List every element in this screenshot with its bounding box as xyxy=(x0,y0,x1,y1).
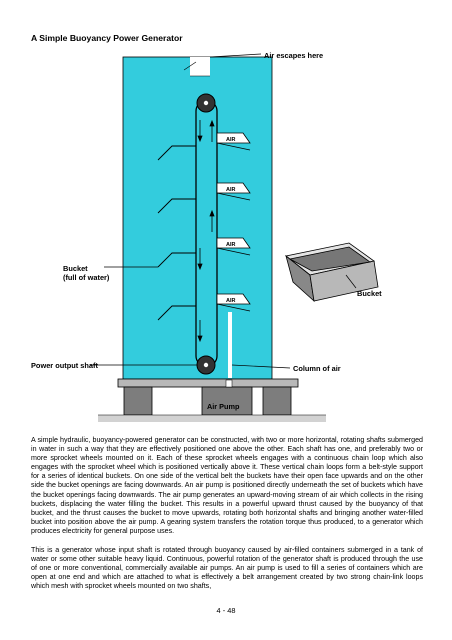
chain-belt xyxy=(195,100,218,367)
bucket-illustration xyxy=(285,242,379,303)
down-arrow-icon xyxy=(197,120,203,343)
generator-diagram: AIR AIR AIR AIR Air Pump Air escapes her… xyxy=(31,51,382,422)
up-arrow-icon xyxy=(209,119,215,232)
power-shaft-label: Power output shaft xyxy=(31,361,98,370)
bucket-label: Bucket xyxy=(357,289,382,298)
air-column xyxy=(228,312,232,378)
page-title: A Simple Buoyancy Power Generator xyxy=(31,33,183,43)
ground xyxy=(98,415,326,422)
air-buckets-right: AIR AIR AIR AIR xyxy=(216,132,251,312)
air-label: AIR xyxy=(226,298,236,304)
air-escape-vent xyxy=(190,57,210,76)
page-number: 4 - 48 xyxy=(216,606,236,615)
body-paragraph-1: A simple hydraulic, buoyancy-powered gen… xyxy=(31,436,423,535)
base-platform xyxy=(117,378,299,388)
water-buckets-left xyxy=(157,145,196,321)
column-air-label: Column of air xyxy=(293,364,341,373)
left-support xyxy=(123,386,153,416)
bucket-full-label-2: (full of water) xyxy=(63,273,110,282)
air-escapes-label: Air escapes here xyxy=(264,51,323,60)
air-label: AIR xyxy=(226,187,236,193)
air-pump-label: Air Pump xyxy=(207,402,240,411)
air-pump xyxy=(201,386,253,416)
bucket-full-label-1: Bucket xyxy=(63,264,88,273)
right-support xyxy=(262,386,292,416)
air-label: AIR xyxy=(226,242,236,248)
air-label: AIR xyxy=(226,137,236,143)
body-paragraph-2: This is a generator whose input shaft is… xyxy=(31,546,423,591)
